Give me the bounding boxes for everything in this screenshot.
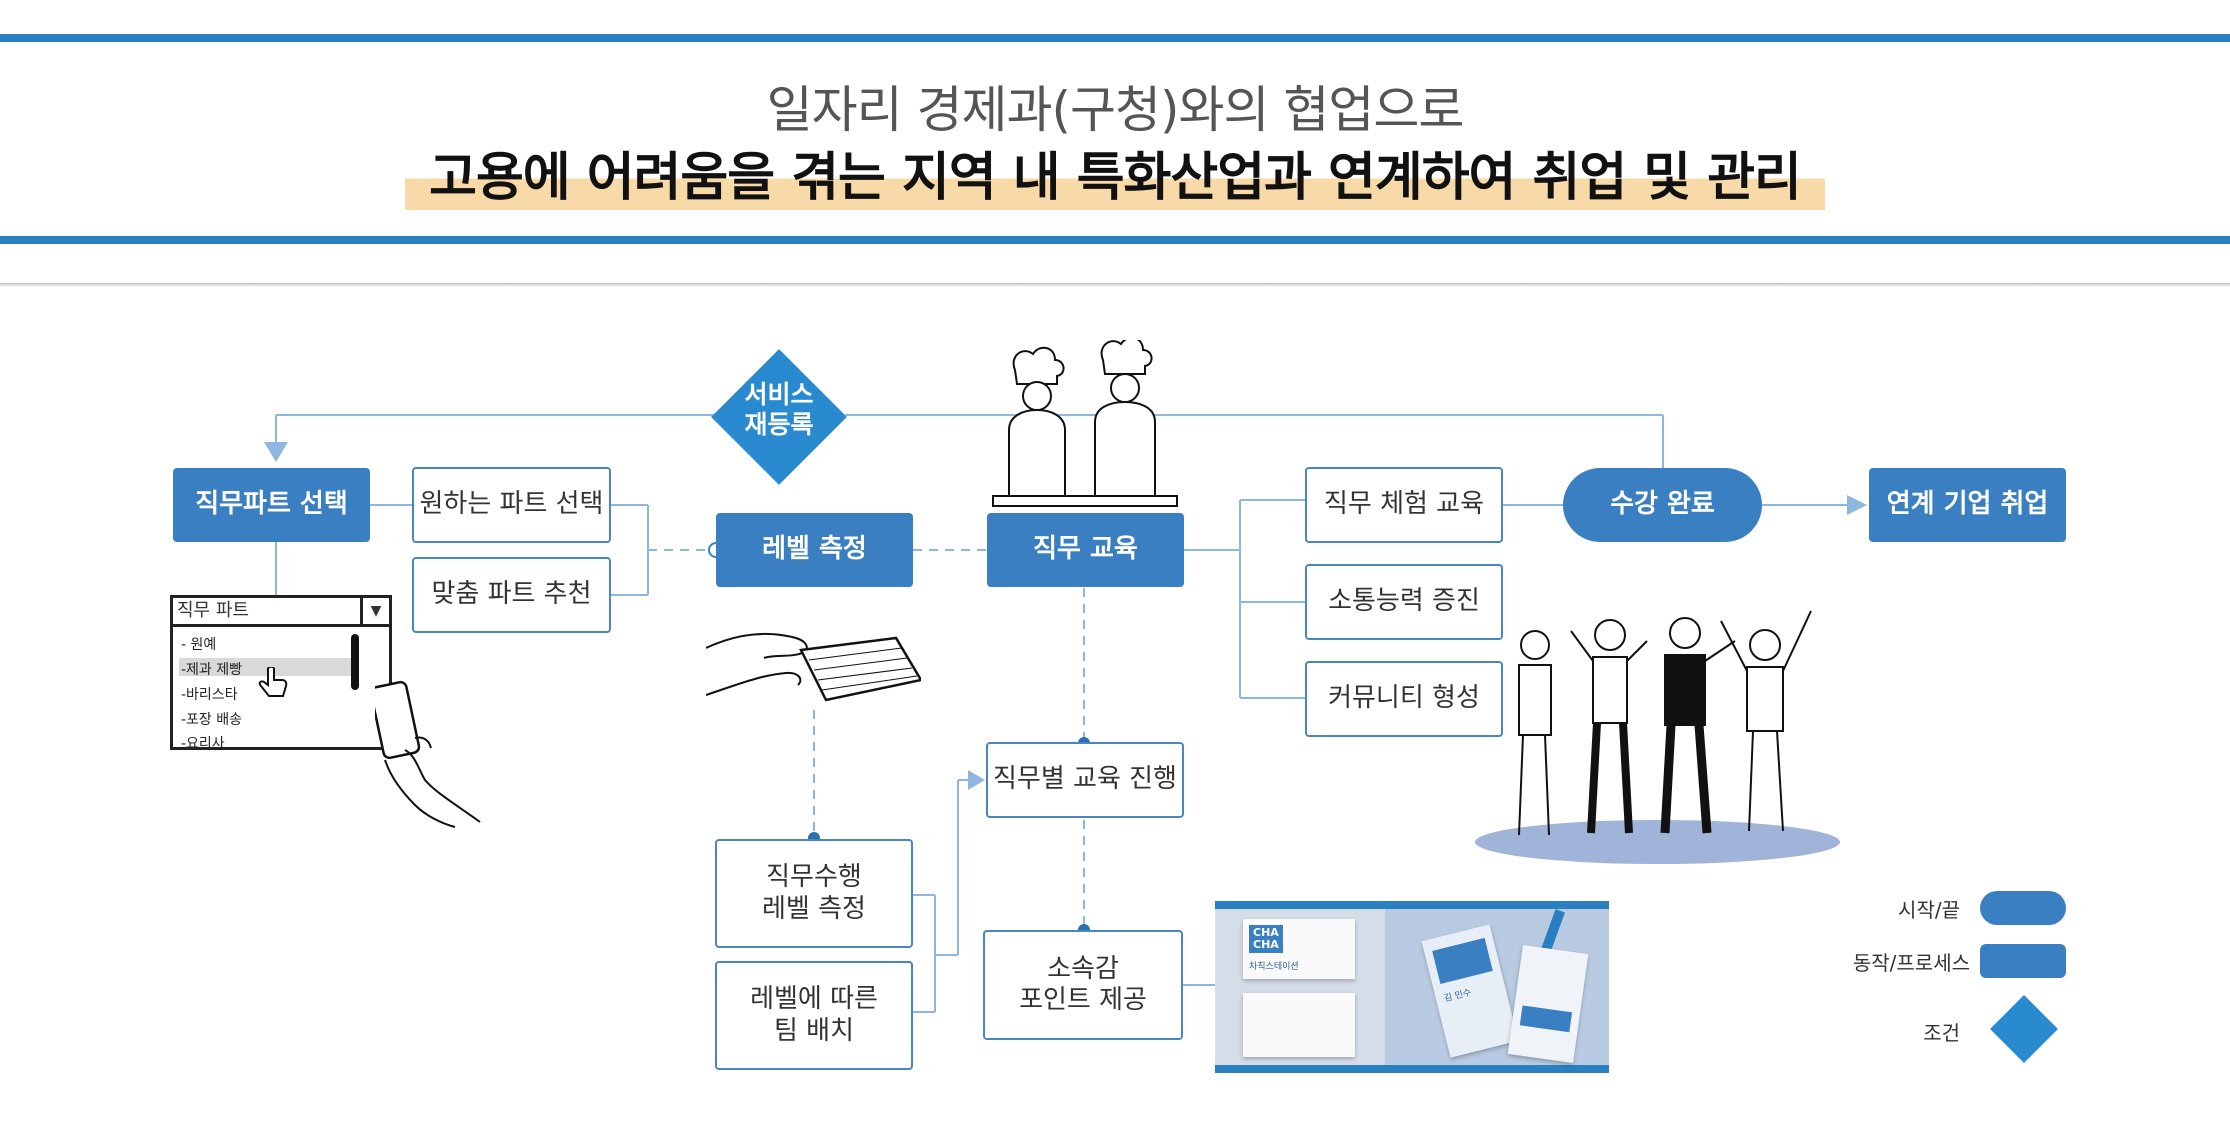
phone-hand-illustration bbox=[375, 680, 481, 828]
legend-action-label: 동작/프로세스 bbox=[1852, 951, 1970, 975]
bottom-band bbox=[0, 236, 2230, 244]
card-logo: CHA CHA bbox=[1249, 925, 1283, 954]
team-by-level-box: 레벨에 따른 팀 배치 bbox=[715, 961, 913, 1070]
id-badge-2 bbox=[1507, 944, 1589, 1064]
community-box: 커뮤니티 형성 bbox=[1305, 661, 1503, 737]
id-badge-1: 김 민수 bbox=[1421, 924, 1519, 1058]
card-subtitle: 차칙스테이션 bbox=[1249, 962, 1299, 972]
headline-wrap: 고용에 어려움을 겪는 지역 내 특화산업과 연계하여 취업 및 관리 bbox=[0, 135, 2230, 210]
job-part-select-box: 직무파트 선택 bbox=[173, 468, 370, 542]
dropdown-item: -바리스타 bbox=[181, 687, 238, 703]
education-by-job-box: 직무별 교육 진행 bbox=[986, 742, 1184, 818]
section-divider bbox=[0, 283, 2230, 287]
desired-part-select-box: 원하는 파트 선택 bbox=[412, 467, 611, 543]
job-education-box: 직무 교육 bbox=[987, 513, 1184, 587]
legend-start-end-label: 시작/끝 bbox=[1898, 898, 1960, 922]
belonging-points-box: 소속감 포인트 제공 bbox=[983, 930, 1183, 1040]
chefs-cooking-illustration bbox=[992, 340, 1178, 507]
headline-subtitle: 일자리 경제과(구청)와의 협업으로 bbox=[766, 81, 1465, 139]
dropdown-item: -포장 배송 bbox=[181, 712, 243, 728]
matched-part-recommend-box: 맞춤 파트 추천 bbox=[412, 557, 611, 633]
dropdown-highlight bbox=[179, 658, 355, 676]
communication-box: 소통능력 증진 bbox=[1305, 564, 1503, 640]
business-card-front: CHA CHA 차칙스테이션 bbox=[1243, 919, 1355, 979]
dropdown-arrow-icon: ▼ bbox=[360, 598, 389, 624]
top-band bbox=[0, 34, 2230, 42]
pointer-hand-icon bbox=[258, 667, 288, 697]
headline-title: 고용에 어려움을 겪는 지역 내 특화산업과 연계하여 취업 및 관리 bbox=[405, 135, 1825, 210]
celebrating-people-illustration bbox=[1518, 610, 1812, 836]
id-badge-name: 김 민수 bbox=[1443, 987, 1473, 1005]
id-badge-header bbox=[1432, 937, 1493, 984]
card-logo-top: CHA bbox=[1253, 926, 1279, 939]
dropdown-item: -제과 제빵 bbox=[181, 662, 243, 678]
level-measure-box: 레벨 측정 bbox=[716, 513, 913, 587]
job-level-measure-box: 직무수행 레벨 측정 bbox=[715, 839, 913, 948]
card-mockup-bottom-stripe bbox=[1215, 1065, 1609, 1073]
job-experience-education-box: 직무 체험 교육 bbox=[1305, 467, 1503, 543]
legend-action-shape bbox=[1980, 944, 2066, 978]
linked-employment-box: 연계 기업 취업 bbox=[1869, 468, 2066, 542]
card-mockup-top-stripe bbox=[1215, 901, 1609, 909]
dropdown-title: 직무 파트 bbox=[173, 598, 389, 627]
id-badge-2-body bbox=[1519, 1005, 1573, 1033]
course-complete-pill: 수강 완료 bbox=[1563, 468, 1762, 542]
keyboard-typing-illustration bbox=[706, 632, 921, 702]
card-mockup: CHA CHA 차칙스테이션 김 민수 bbox=[1215, 901, 1609, 1073]
business-card-back bbox=[1243, 993, 1355, 1057]
service-reregister-label: 서비스 재등록 bbox=[744, 380, 814, 439]
card-logo-bottom: CHA bbox=[1253, 938, 1279, 952]
dropdown-item: - 원예 bbox=[181, 637, 217, 653]
legend-start-end-shape bbox=[1980, 891, 2066, 925]
legend-condition-label: 조건 bbox=[1923, 1021, 1960, 1045]
people-shadow bbox=[1475, 820, 1840, 864]
job-part-dropdown: 직무 파트 ▼ - 원예 -제과 제빵 -바리스타 -포장 배송 -요리사 bbox=[170, 595, 392, 750]
dropdown-scrollbar bbox=[351, 634, 359, 690]
dropdown-item: -요리사 bbox=[181, 736, 225, 747]
